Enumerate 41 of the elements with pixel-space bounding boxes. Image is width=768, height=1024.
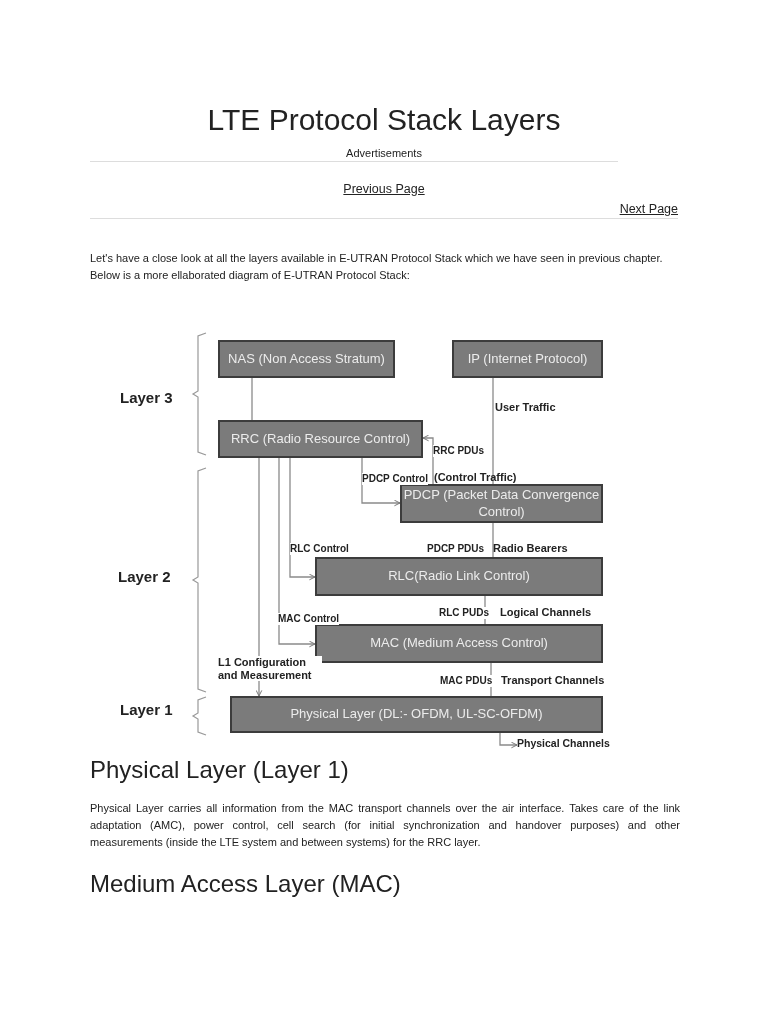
layer-box: RLC(Radio Link Control) xyxy=(315,557,603,596)
layer-box: NAS (Non Access Stratum) xyxy=(218,340,395,378)
edge-label: L1 Configuration and Measurement xyxy=(218,656,322,682)
arrow xyxy=(499,732,518,749)
layer-box: RRC (Radio Resource Control) xyxy=(218,420,423,458)
page-title: LTE Protocol Stack Layers xyxy=(206,103,562,137)
intro-paragraph: Let's have a close look at all the layers available in E-UTRAN Protocol Stack which we have seen in previous chapter. Below is a more ellaborated diagram of E-UTRAN Protocol Stack: xyxy=(90,251,664,283)
edge-label: MAC Control xyxy=(278,613,340,625)
edge-label: RRC PDUs xyxy=(433,445,485,457)
layer-label: Layer 1 xyxy=(120,701,173,718)
connector-line xyxy=(251,377,253,421)
layer-box: PDCP (Packet Data Convergence Control) xyxy=(400,484,603,523)
channel-label: Radio Bearers xyxy=(493,542,568,554)
previous-page-link: Previous Page xyxy=(342,182,426,196)
channel-label: Physical Channels xyxy=(517,737,610,749)
layer-box: IP (Internet Protocol) xyxy=(452,340,603,378)
arrow xyxy=(278,457,316,648)
arrow xyxy=(289,457,316,581)
layer-box: Physical Layer (DL:- OFDM, UL-SC-OFDM) xyxy=(230,696,603,733)
edge-label: RLC PUDs xyxy=(439,607,489,619)
arrow xyxy=(255,457,263,697)
connector-line xyxy=(492,522,494,558)
edge-label: RLC Control xyxy=(290,543,349,555)
arrow xyxy=(361,457,401,507)
body-paragraph: Physical Layer carries all information from the MAC transport channels over the air interface. Takes care of the link adaptation (AMC), power control, cell search (for initial synchronization and handover purposes) and other measurements (inside the LTE system and between systems) for the RRC layer. xyxy=(90,801,680,850)
edge-label: PDCP Control xyxy=(362,473,428,485)
next-page-link: Next Page xyxy=(618,202,678,216)
ad-notice: Advertisements xyxy=(345,147,423,159)
edge-label: User Traffic xyxy=(495,401,556,414)
traffic-label: (Control Traffic) xyxy=(434,471,517,483)
layer-label: Layer 2 xyxy=(118,568,171,585)
edge-label: MAC PDUs xyxy=(440,675,493,687)
section-heading: Medium Access Layer (MAC) xyxy=(90,870,401,898)
connector-line xyxy=(492,377,494,485)
layer-box: MAC (Medium Access Control) xyxy=(315,624,603,663)
section-heading: Physical Layer (Layer 1) xyxy=(90,756,349,784)
channel-label: Logical Channels xyxy=(500,606,592,618)
layer-label: Layer 3 xyxy=(120,389,173,406)
edge-label: PDCP PDUs xyxy=(427,543,485,555)
channel-label: Transport Channels xyxy=(501,674,605,686)
arrow xyxy=(422,434,434,485)
